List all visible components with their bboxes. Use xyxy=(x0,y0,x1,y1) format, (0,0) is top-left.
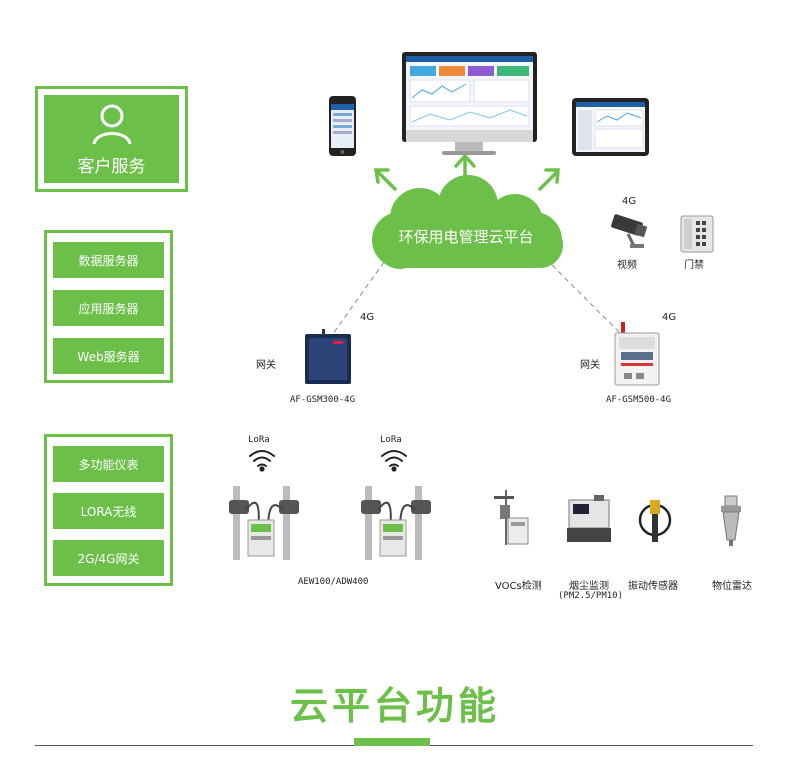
right-gateway-label: 网关 xyxy=(580,360,600,371)
multi-meter-item[interactable]: 多功能仪表 xyxy=(53,446,164,482)
vibration-sensor-icon xyxy=(638,500,672,542)
monitor-icon xyxy=(402,52,537,155)
customer-service-box[interactable]: 客户服务 xyxy=(44,95,179,183)
cloud-shape xyxy=(372,175,563,269)
access-control-label: 门禁 xyxy=(684,260,704,271)
left-gateway-label: 网关 xyxy=(256,360,276,371)
left-gateway-model: AF-GSM300-4G xyxy=(290,395,356,405)
wifi-left-icon xyxy=(249,450,275,472)
user-icon xyxy=(92,104,131,145)
lora-left-label: LoRa xyxy=(248,435,270,445)
gateway-gsm500-icon xyxy=(614,322,660,386)
keypad-icon xyxy=(680,215,714,253)
vibration-label: 振动传感器 xyxy=(628,581,678,592)
footer-accent-bar xyxy=(354,738,430,746)
app-server-item[interactable]: 应用服务器 xyxy=(53,290,164,326)
dust-sub-label: (PM2.5/PM10) xyxy=(558,591,624,601)
gateway-gsm300-icon xyxy=(305,329,351,384)
cloud-platform-label: 环保用电管理云平台 xyxy=(398,228,534,246)
dust-label: 烟尘监测 xyxy=(569,581,609,592)
vocs-sensor-icon xyxy=(494,490,529,545)
radar-label: 物位雷达 xyxy=(712,581,752,592)
data-server-item[interactable]: 数据服务器 xyxy=(53,242,164,278)
phone-icon xyxy=(329,96,356,156)
web-server-item[interactable]: Web服务器 xyxy=(53,338,164,374)
server-panel: 数据服务器 应用服务器 Web服务器 xyxy=(44,230,173,383)
right-gateway-model: AF-GSM500-4G xyxy=(606,395,672,405)
wifi-right-icon xyxy=(381,450,407,472)
lora-right-label: LoRa xyxy=(380,435,402,445)
video-label: 视频 xyxy=(617,260,637,271)
level-radar-icon xyxy=(721,495,741,546)
customer-service-panel: 客户服务 xyxy=(35,86,188,192)
arrow-left-icon xyxy=(373,168,397,191)
left-connector xyxy=(329,261,385,339)
customer-service-label: 客户服务 xyxy=(77,156,146,177)
left-4g-label: 4G xyxy=(360,312,375,323)
device-panel: 多功能仪表 LORA无线 2G/4G网关 xyxy=(44,434,173,586)
right-connector xyxy=(551,264,621,334)
dust-monitor-icon xyxy=(567,495,611,542)
camera-icon xyxy=(611,214,648,248)
meter-model-label: AEW100/ADW400 xyxy=(298,577,369,587)
meter-assembly-right-icon xyxy=(361,486,431,560)
meter-assembly-left-icon xyxy=(229,486,299,560)
video-4g-label: 4G xyxy=(622,196,637,207)
section-title: 云平台功能 xyxy=(289,684,500,728)
arrow-right-icon xyxy=(538,168,560,191)
gateway-item[interactable]: 2G/4G网关 xyxy=(53,540,164,576)
right-4g-label: 4G xyxy=(662,312,677,323)
lora-wireless-item[interactable]: LORA无线 xyxy=(53,493,164,529)
tablet-icon xyxy=(572,98,649,156)
vocs-label: VOCs检测 xyxy=(495,581,542,592)
